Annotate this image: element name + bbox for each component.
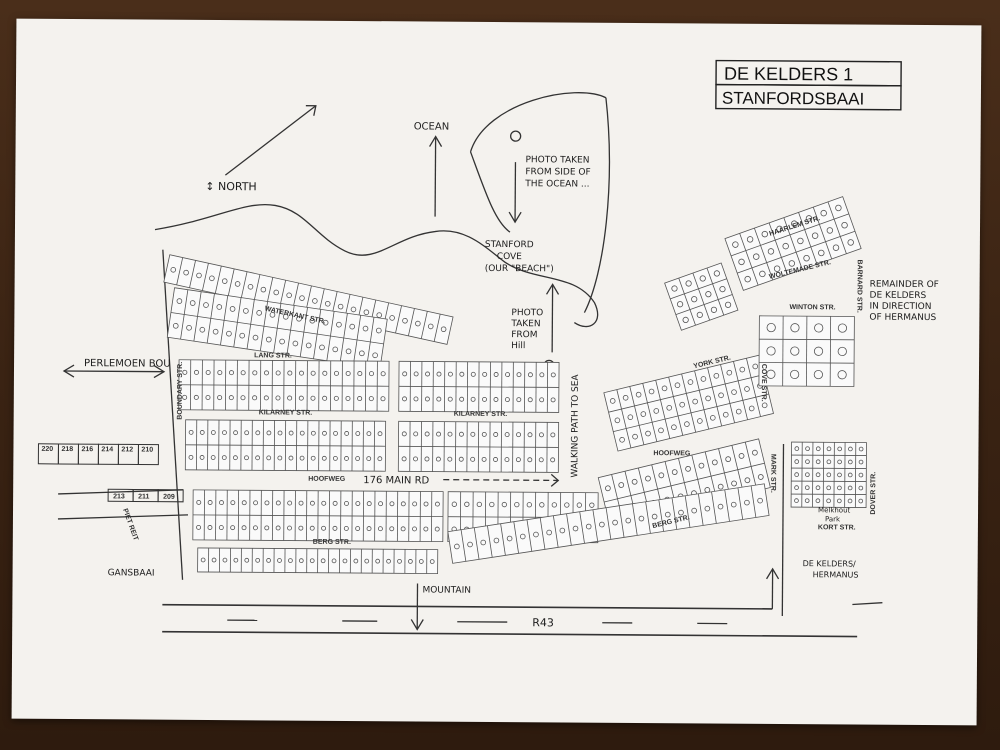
street-boundary: BOUNDARY STR. [177,362,184,420]
street-hoofweg-2: HOOFWEG [653,450,691,457]
street-winton: WINTON STR. [789,304,835,311]
cove-label: STANFORD COVE (OUR "BEACH") [485,240,554,274]
north-arrow-icon [224,105,317,176]
map-drawing: DE KELDERS 1 STANFORDSBAAI ↕ NORTH OCEAN… [37,59,941,638]
plot-209 [157,489,184,503]
mountain-arrow-icon [410,583,424,631]
photo-point-ocean [509,130,522,142]
street-piet-reit: PIET REIT [121,508,139,543]
r43-label: R43 [532,616,554,629]
street-mark: MARK STR. [769,454,776,493]
map-paper: DE KELDERS 1 STANFORDSBAAI ↕ NORTH OCEAN… [11,18,982,726]
street-hoofweg-1: HOOFWEG [308,476,346,483]
plot-label-214: 214 [101,446,113,453]
title-line1: DE KELDERS 1 [724,64,853,85]
plot-label-211: 211 [138,494,149,501]
photo-ocean-label: PHOTO TAKEN FROM SIDE OF THE OCEAN ... [524,155,593,189]
photo-hill-label: PHOTO TAKEN FROM Hill [510,308,546,351]
plot-block-northeast [664,262,739,331]
plot-block-lang-north [166,287,388,370]
cove-outline [469,92,607,233]
plot-label-220: 220 [41,446,53,453]
street-cove: COVE STR. [760,364,767,402]
ocean-arrow-icon [429,135,443,217]
plot-block-haarlem [724,196,862,291]
melkhout-park-label: Melkhout Park [818,506,853,523]
plot-block-kilarney-east [397,420,560,473]
coastline [154,203,599,328]
plot-block-melkhout [790,441,867,508]
plot-label-210: 210 [141,447,153,454]
street-kilarney-1: KILARNEY STR. [259,409,313,416]
hill-arrow-icon [545,283,560,353]
plot-block-winton [758,315,855,387]
main-road-label: 176 MAIN RD [363,475,429,486]
street-lang: LANG STR. [254,352,292,359]
plot-block-lang [178,359,390,412]
plot-label-209: 209 [163,494,175,501]
plot-label-213: 213 [113,493,125,500]
mountain-label: MOUNTAIN [422,585,471,595]
plot-block-lang-east [398,360,560,413]
perlemoen-arrow-icon [62,364,166,379]
street-kilarney-2: KILARNEY STR. [454,411,508,418]
title-box: DE KELDERS 1 STANFORDSBAAI [715,59,902,111]
perlemoen-label: PERLEMOEN BOU [84,358,171,370]
street-kort: KORT STR. [818,524,856,531]
r43-road-bottom [162,630,858,638]
plot-label-218: 218 [61,446,73,453]
left-road [58,489,184,495]
plot-block-berg-east [447,483,770,564]
plot-block-york [603,354,774,452]
north-label: ↕ NORTH [205,180,257,193]
dekelders-hermanus-label: DE KELDERS/ HERMANUS [803,559,859,579]
plot-label-212: 212 [121,446,133,453]
title-line2: STANFORDSBAAI [722,89,864,109]
plot-210 [137,443,159,466]
plot-block-kilarney [184,419,387,472]
remainder-label: REMAINDER OF DE KELDERS IN DIRECTION OF … [869,280,941,324]
street-berg-1: BERG STR. [313,539,351,546]
plot-label-216: 216 [81,446,93,453]
street-barnard: BARNARD STR. [855,260,862,313]
r43-road-top [162,603,773,610]
gansbaai-label: GANSBAAI [108,568,155,578]
ocean-label: OCEAN [414,121,450,132]
photo-arrow-icon [508,162,522,224]
plot-block-hoofweg-south [192,489,444,543]
street-dover: DOVER STR. [870,472,877,515]
r43-direction-arrows [227,619,728,625]
plot-block-berg [197,547,439,574]
walking-path-label: WALKING PATH TO SEA [570,374,581,478]
